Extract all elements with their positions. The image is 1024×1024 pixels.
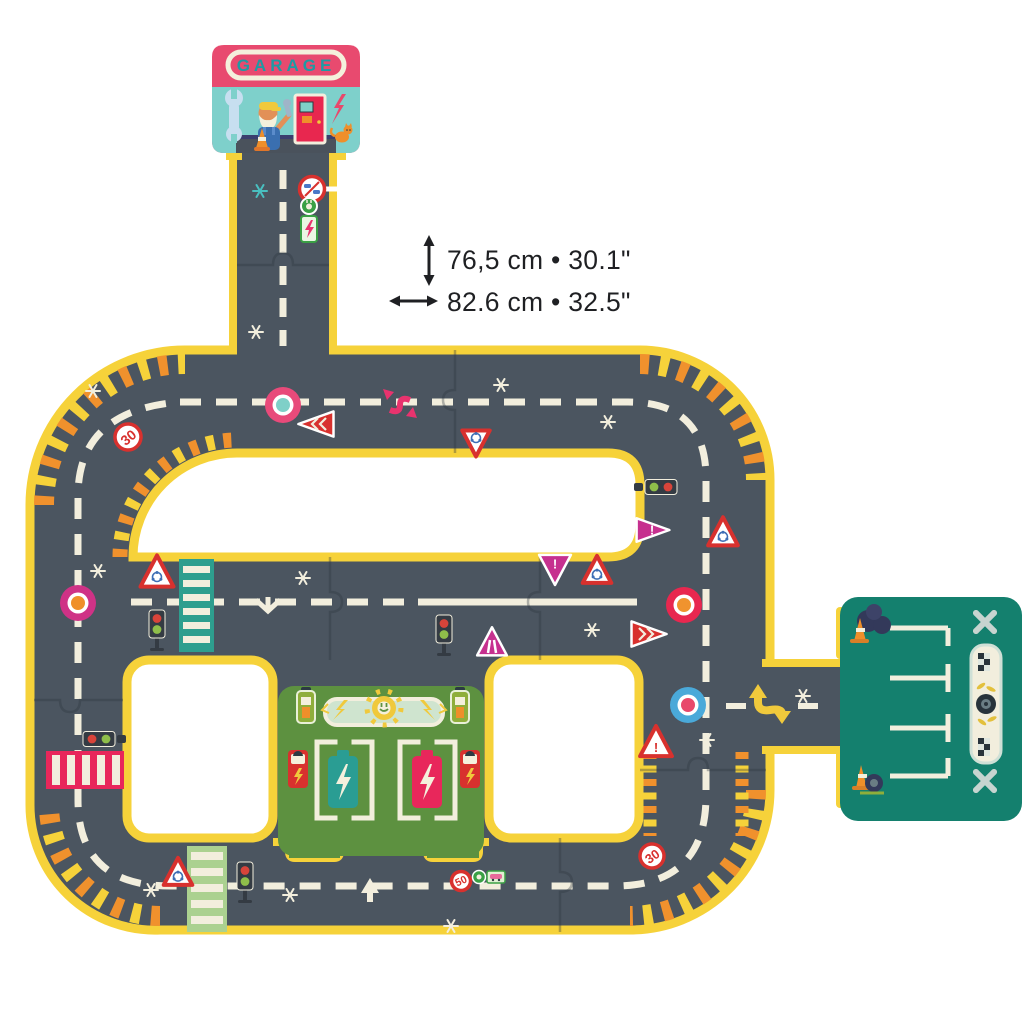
puzzle-joints: [34, 251, 766, 932]
garage-door: [293, 93, 327, 145]
sparkle-icon: [295, 571, 311, 585]
traffic-light: [82, 731, 126, 747]
road-narrows-sign: [475, 626, 509, 657]
svg-text:!: !: [654, 740, 658, 755]
charger-pump-icon: [296, 687, 316, 724]
garage-sign-frame: [225, 49, 347, 81]
sparkle-icon: [90, 564, 106, 578]
charging-bay-brackets: [314, 739, 458, 821]
sparkle-icon: [443, 919, 459, 933]
parking-lot: [836, 597, 1022, 821]
race-banner: [969, 643, 1003, 765]
horizontal-arrow-icon: [389, 295, 438, 307]
priority-pennant-sign: [297, 410, 335, 438]
speed-limit-30-sign: 30: [113, 422, 143, 452]
crosswalk-teal: [179, 559, 214, 652]
charger-post-icon: [288, 750, 308, 788]
roundabout-warning-sign: [138, 553, 176, 589]
roundabout-dot: [666, 587, 702, 623]
svg-text:!: !: [650, 523, 654, 538]
road-loop: [25, 345, 775, 935]
tire-and-cone: [852, 765, 884, 795]
ev-charging-station: [278, 686, 484, 856]
roundabout-warning-sign: [706, 515, 740, 548]
s-curve-arrow-yellow: [749, 684, 791, 724]
sparkle-icon: [493, 378, 509, 392]
hazard-stripes: [34, 354, 766, 926]
checkered-flag-icon: [978, 653, 990, 671]
cat-figure: [329, 123, 353, 143]
battery-icon-pink: [412, 750, 442, 808]
lane-arrow: [361, 878, 379, 902]
height-dimension-label: 76,5 cm • 30.1": [447, 245, 631, 275]
svg-text:30: 30: [642, 846, 662, 867]
crossed-wrenches-icon: [973, 769, 997, 793]
sparkle-icon: [85, 384, 101, 398]
svg-text:!: !: [553, 557, 557, 572]
tire-icon: [976, 694, 996, 714]
speed-limit-30-sign: 30: [638, 842, 666, 870]
ev-charging-sign: [471, 869, 506, 885]
sparkle-icon: [584, 623, 600, 637]
garage-sign: GARAGE: [237, 56, 336, 75]
wrench-icon: [225, 89, 243, 143]
traffic-light: [236, 861, 254, 903]
traffic-light: [634, 479, 678, 495]
sparkle-icon: [795, 689, 811, 703]
garage-building: GARAGE: [212, 45, 360, 160]
roundabout-dot: [60, 585, 96, 621]
svg-text:50: 50: [453, 873, 469, 889]
yield-sign: [460, 428, 492, 459]
s-curve-arrow-pink: [383, 389, 417, 418]
roundabout-warning-sign: [161, 855, 195, 887]
lightning-icon: [332, 94, 346, 124]
priority-pennant-sign: [630, 620, 668, 648]
crossed-wrenches-icon: [973, 610, 997, 634]
magenta-pennant-sign: !: [635, 516, 671, 544]
roundabout-warning-sign: [580, 553, 614, 585]
sparkle-icon: [248, 325, 264, 339]
ev-charging-sign: [300, 197, 318, 243]
vertical-arrow-icon: [423, 235, 435, 286]
sparkle-icon: [143, 883, 159, 897]
parking-bay-lines: [890, 625, 951, 779]
mechanic-figure: [258, 99, 292, 150]
danger-warning-sign: !: [638, 724, 674, 759]
traffic-light: [435, 614, 453, 656]
traffic-light: [148, 609, 166, 651]
sparkle-icon: [282, 888, 298, 902]
charger-pump-icon: [450, 687, 470, 724]
tire-pile: [850, 604, 891, 643]
lane-arrow: [254, 597, 282, 615]
width-dimension-label: 82.6 cm • 32.5": [447, 287, 631, 317]
roundabout-dot: [670, 687, 706, 723]
lightning-bolts: [320, 700, 448, 720]
crosswalk-green: [187, 846, 227, 932]
sparkle-icon: [699, 733, 715, 747]
sparkle-icon: [600, 415, 616, 429]
sparkle-icon: [252, 184, 268, 198]
dimension-annotation: 76,5 cm • 30.1" 82.6 cm • 32.5": [389, 235, 631, 317]
battery-icon-teal: [328, 750, 358, 808]
magenta-warning-sign: !: [537, 553, 573, 587]
speed-limit-50-sign: 50: [449, 869, 473, 893]
plug-sun-icon: [364, 688, 404, 728]
charger-post-icon: [460, 750, 480, 788]
traffic-cone: [254, 128, 270, 151]
roundabout-dot: [265, 387, 301, 423]
checkered-flag-icon: [978, 738, 990, 756]
crosswalk-pink: [46, 751, 124, 789]
